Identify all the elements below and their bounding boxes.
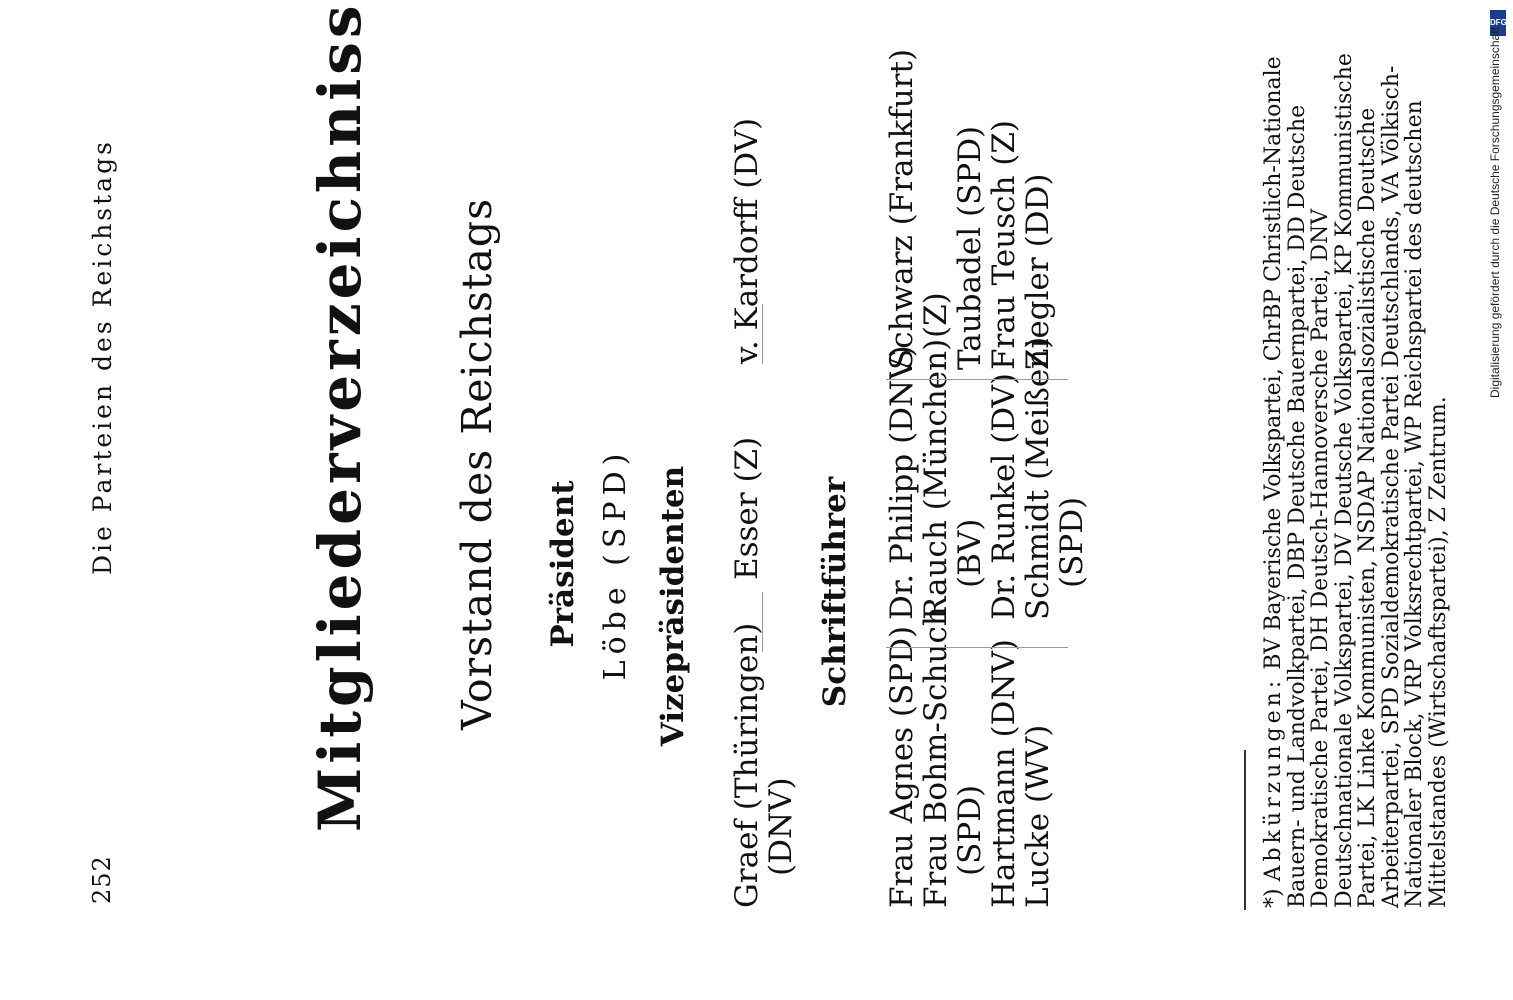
running-title: Die Parteien des Reichstags: [88, 139, 117, 575]
main-title: Mitgliederverzeichnisse*): [306, 0, 374, 832]
schrift-entry: Ziegler (DD): [1020, 173, 1056, 370]
subtitle: Vorstand des Reichstags: [453, 197, 501, 730]
schrift-entry: Frau Bohm-Schuch: [918, 606, 954, 908]
column-divider: [762, 304, 763, 364]
column-divider: [886, 647, 1068, 648]
vize-column-2: Esser (Z): [729, 436, 765, 580]
footnote-label: Abkürzungen:: [1261, 676, 1286, 882]
vize-column-1: Graef (Thüringen) (DNV): [729, 622, 799, 908]
praesident-name: Löbe (SPD): [598, 447, 633, 681]
vizepraesidenten-heading: Vizepräsidenten: [655, 465, 691, 747]
footnote: *) Abkürzungen: BV Bayerische Volksparte…: [1261, 48, 1451, 908]
footnote-marker: *): [1261, 888, 1286, 908]
schrift-entry: Hartmann (DNV): [986, 638, 1022, 908]
dfg-credit: DFG Digitalisierung gefördert durch die …: [1488, 8, 1510, 398]
footnote-rule: [1244, 750, 1246, 910]
dfg-credit-text: Digitalisierung gefördert durch die Deut…: [1488, 27, 1502, 398]
column-divider: [886, 379, 1068, 380]
schrift-entry: Lucke (WV): [1020, 724, 1056, 908]
schrift-column-3: Schwarz (Frankfurt) (Z) Taubadel (SPD) F…: [884, 48, 1056, 370]
schrift-column-1: Frau Agnes (SPD) Frau Bohm-Schuch (SPD) …: [884, 606, 1056, 908]
running-header: 252 Die Parteien des Reichstags: [88, 139, 122, 904]
schrift-entry: Schwarz (Frankfurt): [884, 48, 920, 370]
main-title-text: Mitgliederverzeichnisse: [306, 0, 374, 832]
vize-entry: Esser (Z): [729, 436, 765, 580]
schrift-entry-cont: (SPD): [952, 784, 988, 876]
column-divider: [762, 592, 763, 652]
vize-column-3: v. Kardorff (DV): [729, 117, 765, 364]
praesident-heading: Präsident: [545, 480, 581, 648]
schriftfuehrer-heading: Schriftführer: [817, 476, 853, 708]
schrift-entry: Frau Agnes (SPD): [884, 625, 920, 908]
schrift-entry: Frau Teusch (Z): [986, 119, 1022, 370]
vize-entry: v. Kardorff (DV): [729, 117, 765, 364]
dfg-logo: DFG: [1490, 10, 1507, 36]
schrift-entry: Taubadel (SPD): [952, 125, 988, 370]
vize-entry: Graef (Thüringen): [729, 622, 765, 908]
schrift-entry-cont: (Z): [918, 292, 954, 338]
page-number: 252: [88, 855, 116, 904]
footnote-text: BV Bayerische Volkspartei, ChrBP Christl…: [1261, 53, 1451, 908]
vize-entry-cont: (DNV): [763, 777, 799, 876]
